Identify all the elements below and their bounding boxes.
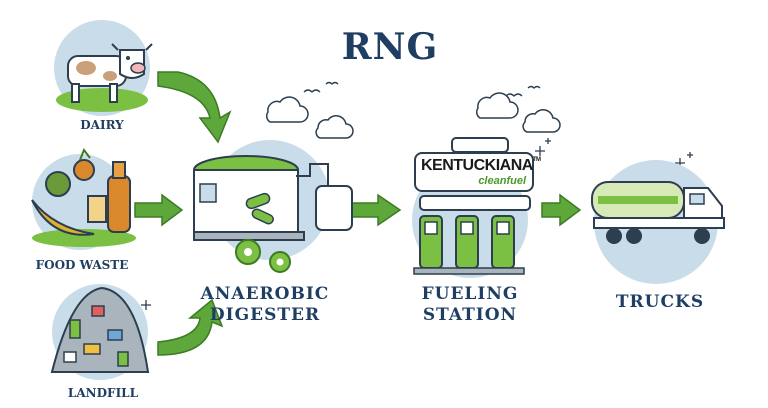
stage-label-fueling-station: FUELING STATION: [410, 284, 530, 327]
stage-label-trucks: TRUCKS: [610, 292, 710, 313]
cow-icon: [54, 20, 152, 116]
source-label-dairy: DAIRY: [62, 118, 142, 133]
source-label-landfill: LANDFILL: [58, 386, 148, 401]
sparkle-icon: [55, 46, 693, 314]
arrow-station-to-trucks: [542, 195, 580, 225]
truck-icon: [592, 160, 724, 284]
brand-sub: cleanfuel: [478, 175, 526, 187]
food-waste-icon: [32, 150, 136, 250]
landfill-icon: [52, 284, 148, 380]
arrow-dairy-to-digester: [158, 72, 230, 142]
stage-label-digester: ANAEROBIC DIGESTER: [200, 284, 330, 327]
arrow-digester-to-station: [352, 195, 400, 225]
cloud-icon: [267, 93, 560, 138]
brand-logo: KENTUCKIANATM cleanfuel: [414, 152, 534, 192]
arrow-food-to-digester: [135, 195, 182, 225]
digester-icon: [194, 140, 352, 272]
source-label-food-waste: FOOD WASTE: [22, 258, 142, 273]
brand-name: KENTUCKIANATM: [421, 157, 541, 175]
